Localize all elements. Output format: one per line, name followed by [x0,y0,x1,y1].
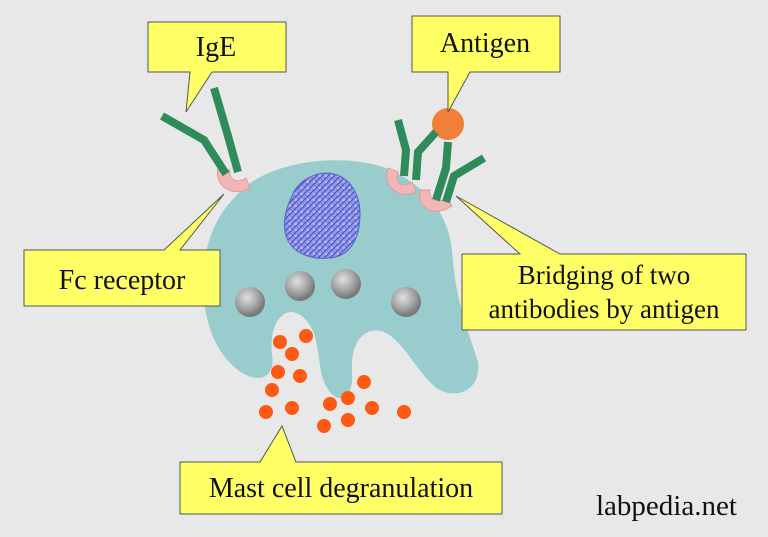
released-granule [293,369,307,383]
released-granule [365,401,379,415]
bridged-antibodies [394,118,487,204]
released-granule [271,365,285,379]
label-ige: IgE [196,32,236,63]
released-granule [323,397,337,411]
released-granule [299,329,313,343]
label-bridging-line1: Bridging of two [518,260,691,290]
released-granules [259,329,411,433]
ige-antibody-left [160,86,242,177]
internal-granule [235,287,265,317]
watermark-labpedia: labpedia.net [596,490,737,522]
nucleus [283,172,361,259]
callout-antigen: Antigen [411,15,561,113]
label-degranulation: Mast cell degranulation [209,473,473,504]
callout-fc-receptor: Fc receptor [23,193,225,307]
released-granule [285,347,299,361]
internal-granule [331,269,361,299]
label-fc-receptor: Fc receptor [59,265,186,296]
released-granule [285,401,299,415]
label-antigen: Antigen [440,28,530,59]
released-granule [397,405,411,419]
fc-receptor-right-1 [386,167,417,195]
antigen-sphere [432,108,464,140]
released-granule [317,419,331,433]
label-bridging-line2: antibodies by antigen [489,294,720,324]
callout-ige: IgE [147,21,287,113]
released-granule [259,405,273,419]
released-granule [341,413,355,427]
released-granule [357,375,371,389]
callout-degranulation: Mast cell degranulation [179,424,503,515]
internal-granule [391,287,421,317]
internal-granules [235,269,421,317]
released-granule [341,391,355,405]
released-granule [265,383,279,397]
internal-granule [285,271,315,301]
released-granule [273,335,287,349]
callout-bridging: Bridging of two antibodies by antigen [455,195,747,331]
